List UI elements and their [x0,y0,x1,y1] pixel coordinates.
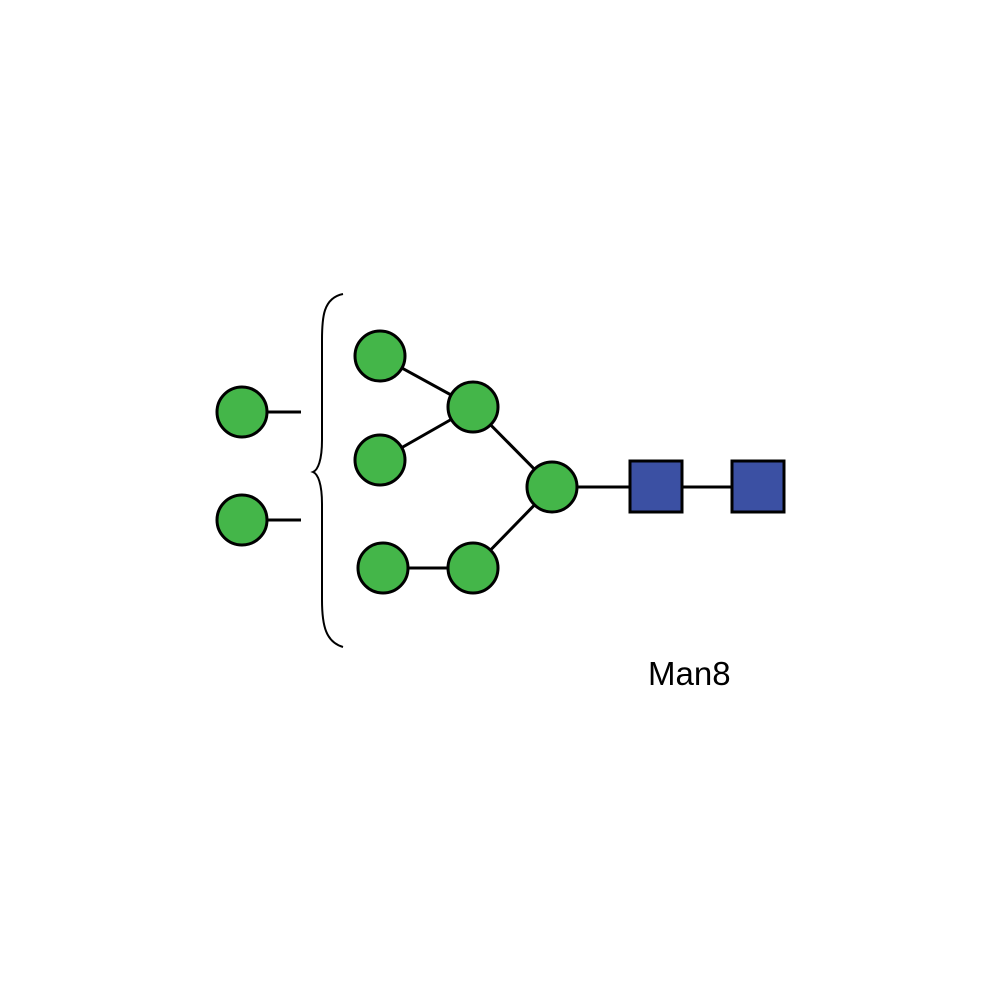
mannose-c [446,380,500,434]
mannose-f [525,460,579,514]
mannose-b [353,433,407,487]
mannose-e [446,541,500,595]
free-mannose-1 [215,385,269,439]
mannose-d [356,541,410,595]
glcnac-square-2 [730,459,786,514]
glycan-label: Man8 [648,655,731,692]
curly-brace [310,293,344,648]
glcnac-square-1 [628,459,684,514]
free-mannose-2 [215,493,269,547]
mannose-a [353,329,407,383]
